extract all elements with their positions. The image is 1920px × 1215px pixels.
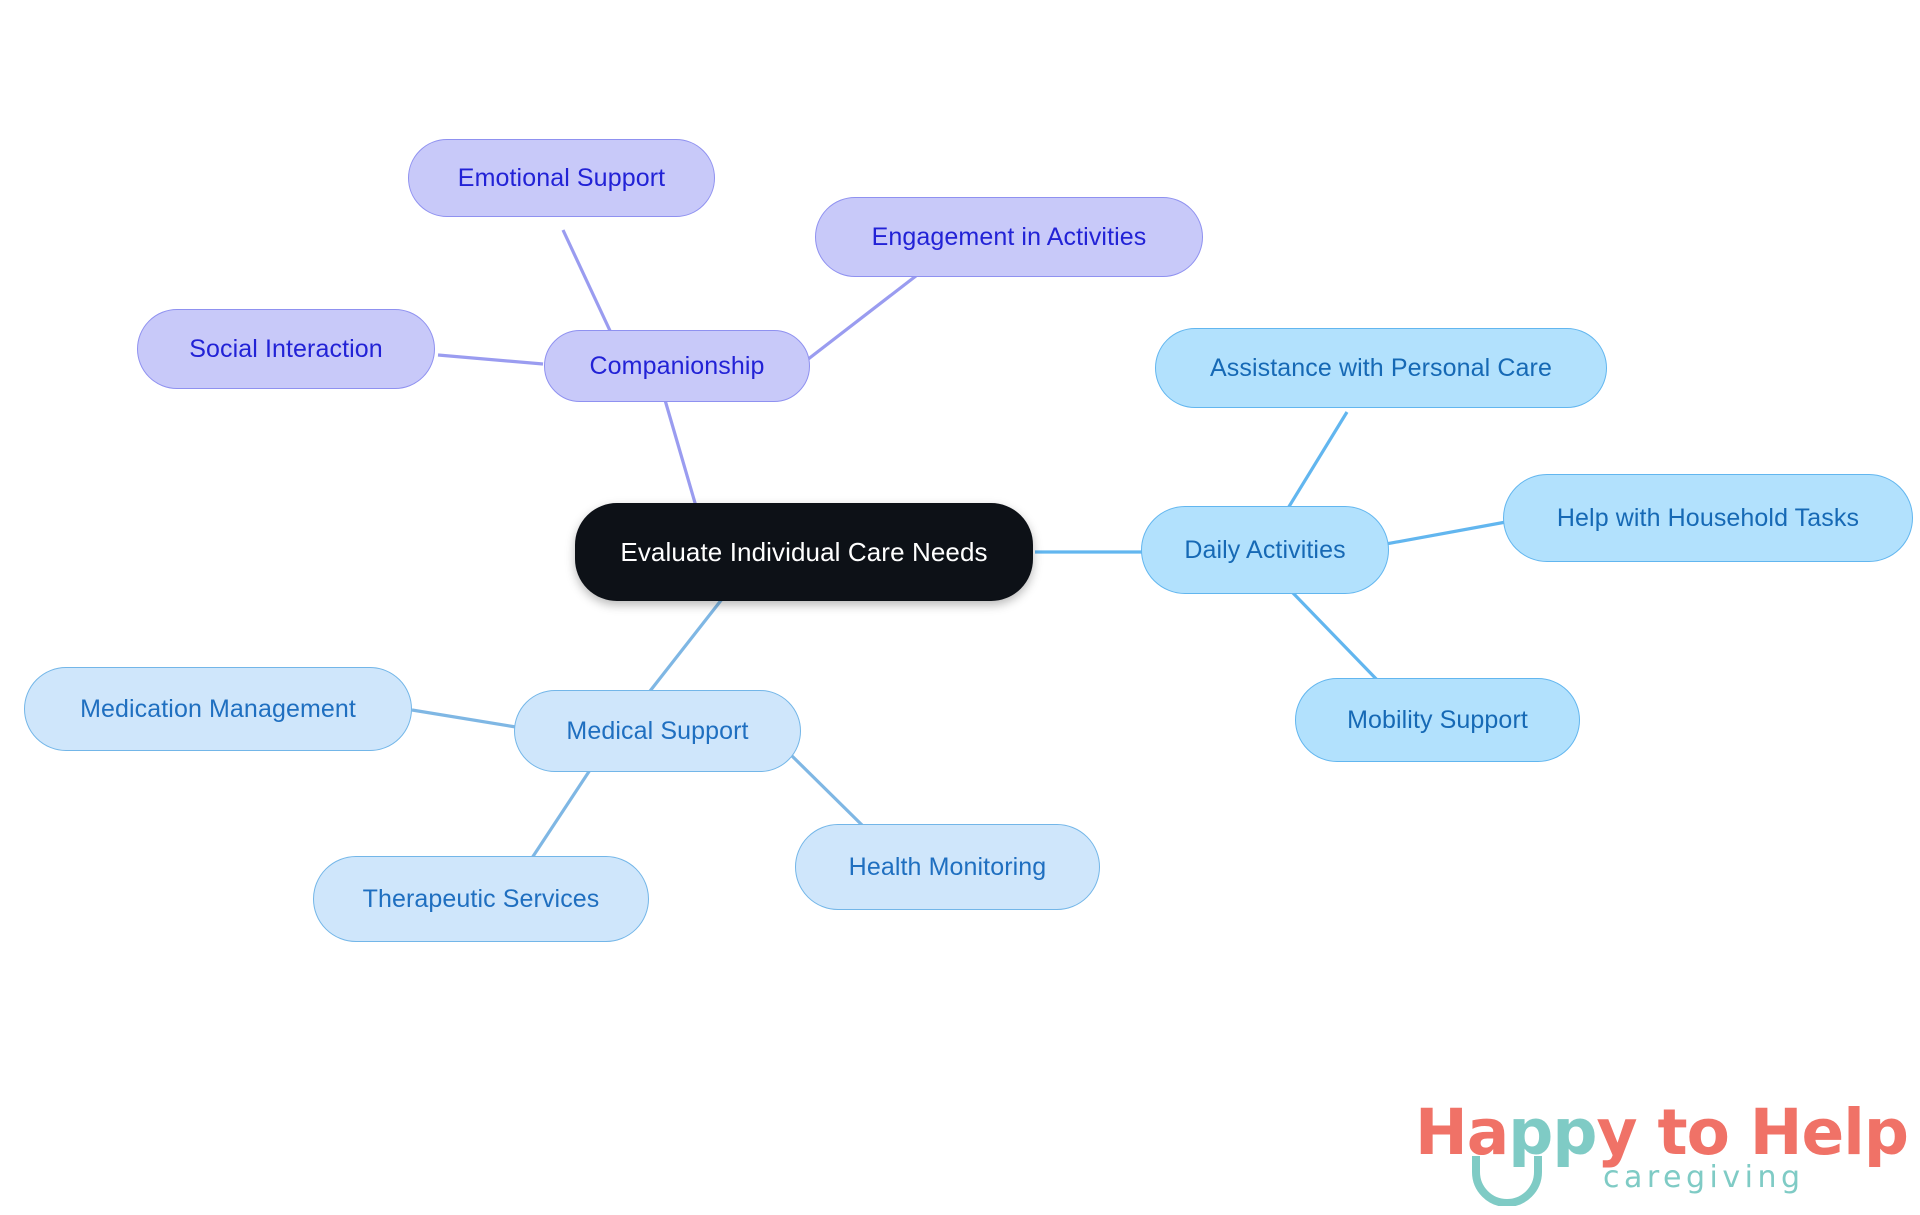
mindmap-leaf-assistance-with-personal-care[interactable]: Assistance with Personal Care (1155, 328, 1607, 408)
mindmap-branch-companionship-label: Companionship (589, 351, 765, 380)
mindmap-leaf-assistance-with-personal-care-label: Assistance with Personal Care (1210, 353, 1552, 382)
mindmap-root-node[interactable]: Evaluate Individual Care Needs (575, 503, 1033, 601)
mindmap-branch-daily-activities-label: Daily Activities (1184, 535, 1346, 564)
edge-medical-support-health-monitoring (788, 752, 866, 829)
mindmap-leaf-health-monitoring[interactable]: Health Monitoring (795, 824, 1100, 910)
mindmap-root-label: Evaluate Individual Care Needs (620, 536, 988, 567)
mindmap-leaf-medication-management[interactable]: Medication Management (24, 667, 412, 751)
mindmap-branch-daily-activities[interactable]: Daily Activities (1141, 506, 1389, 594)
edge-daily-activities-mobility-support (1290, 590, 1385, 688)
mindmap-leaf-therapeutic-services-label: Therapeutic Services (362, 884, 600, 913)
edge-medical-support-therapeutic-services (526, 769, 592, 865)
mindmap-leaf-social-interaction[interactable]: Social Interaction (137, 309, 435, 389)
mindmap-leaf-mobility-support-label: Mobility Support (1347, 705, 1528, 734)
mindmap-leaf-help-with-household-tasks[interactable]: Help with Household Tasks (1503, 474, 1913, 562)
logo-tagline: caregiving (1603, 1160, 1805, 1195)
mindmap-leaf-emotional-support-label: Emotional Support (457, 163, 666, 192)
mindmap-leaf-mobility-support[interactable]: Mobility Support (1295, 678, 1580, 762)
mindmap-leaf-emotional-support[interactable]: Emotional Support (408, 139, 715, 217)
logo-word-part-1: Ha (1415, 1096, 1509, 1169)
edge-daily-activities-personal-care (1280, 411, 1349, 519)
edge-root-medical-support (641, 593, 728, 701)
mindmap-leaf-social-interaction-label: Social Interaction (189, 334, 383, 363)
mindmap-leaf-help-with-household-tasks-label: Help with Household Tasks (1556, 503, 1860, 532)
mindmap-branch-companionship[interactable]: Companionship (544, 330, 810, 402)
logo-word-part-3: y to Help (1596, 1096, 1908, 1169)
logo-wordmark: Happy to Help (1415, 1096, 1909, 1169)
edge-medical-support-medication-management (411, 708, 517, 729)
happy-to-help-logo: Happy to Help caregiving (1415, 1098, 1909, 1208)
smile-arc-icon (1472, 1156, 1542, 1206)
mindmap-leaf-health-monitoring-label: Health Monitoring (848, 852, 1047, 881)
edge-companionship-emotional-support (561, 229, 614, 336)
mindmap-leaf-engagement-in-activities-label: Engagement in Activities (871, 222, 1147, 251)
mindmap-branch-medical-support-label: Medical Support (566, 716, 749, 745)
logo-word-part-2: pp (1508, 1096, 1597, 1169)
mindmap-branch-medical-support[interactable]: Medical Support (514, 690, 801, 772)
mindmap-leaf-engagement-in-activities[interactable]: Engagement in Activities (815, 197, 1203, 277)
mindmap-leaf-therapeutic-services[interactable]: Therapeutic Services (313, 856, 649, 942)
mindmap-leaf-medication-management-label: Medication Management (80, 694, 356, 723)
edge-root-companionship (663, 399, 702, 521)
edge-companionship-social-interaction (437, 353, 544, 366)
